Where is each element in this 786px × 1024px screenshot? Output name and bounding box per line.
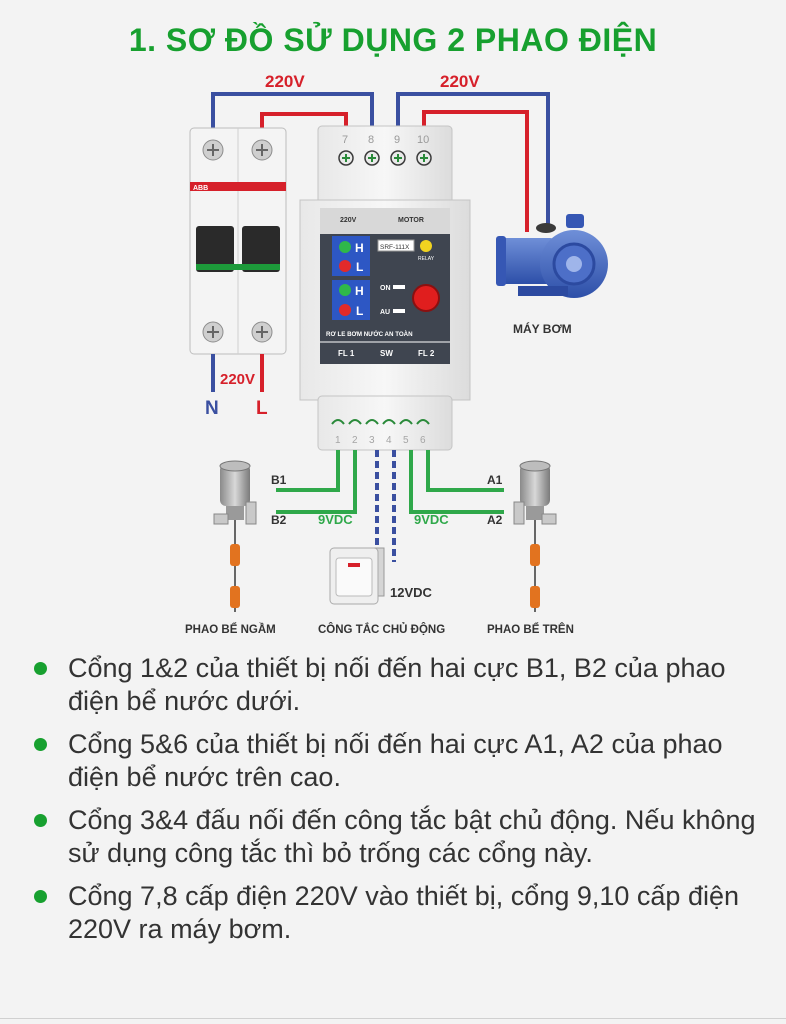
float-switch-right	[513, 460, 557, 612]
vdc-right-label: 9VDC	[414, 512, 449, 527]
water-pump	[496, 214, 608, 298]
voltage-label-in: 220V	[265, 72, 305, 91]
terminal-1: 1	[335, 435, 341, 446]
terminal-6: 6	[420, 435, 426, 446]
neutral-label: N	[205, 398, 219, 419]
bullet-dot-icon	[34, 814, 47, 827]
list-item: Cổng 1&2 của thiết bị nối đến hai cực B1…	[30, 652, 760, 718]
list-item: Cổng 3&4 đấu nối đến công tắc bật chủ độ…	[30, 804, 760, 870]
au-label: AU	[380, 309, 390, 316]
list-item-text: Cổng 7,8 cấp điện 220V vào thiết bị, cổn…	[68, 881, 739, 944]
wire-220v-out	[396, 92, 550, 232]
bullet-dot-icon	[34, 738, 47, 751]
vdc-switch-label: 12VDC	[390, 585, 433, 600]
relay-top-terminals: 7 8 9 10	[338, 134, 432, 166]
h1-label: H	[355, 241, 364, 255]
fl1-label: FL 1	[338, 349, 355, 358]
a1-label: A1	[487, 473, 503, 487]
list-item-text: Cổng 5&6 của thiết bị nối đến hai cực A1…	[68, 729, 723, 792]
bullet-dot-icon	[34, 662, 47, 675]
wire-220v-in	[211, 92, 374, 132]
terminal-4: 4	[386, 435, 392, 446]
float-left-label: PHAO BỂ NGẦM	[185, 623, 276, 636]
list-item-text: Cổng 1&2 của thiết bị nối đến hai cực B1…	[68, 653, 726, 716]
b1-label: B1	[271, 473, 287, 487]
h2-label: H	[355, 284, 364, 298]
panel-220v-label: 220V	[340, 217, 357, 224]
breaker-brand: ABB	[193, 185, 208, 192]
page-title: 1. SƠ ĐỒ SỬ DỤNG 2 PHAO ĐIỆN	[128, 22, 658, 58]
l2-label: L	[356, 304, 363, 318]
relay-name: RƠ LE BƠM NƯỚC AN TOÀN	[326, 330, 413, 338]
circuit-breaker: ABB	[189, 127, 287, 355]
wires-switch	[375, 450, 396, 562]
voltage-label-breaker: 220V	[220, 371, 255, 388]
on-label: ON	[380, 285, 391, 292]
wires-float-left	[276, 450, 357, 514]
a2-label: A2	[487, 513, 503, 527]
voltage-label-out: 220V	[440, 72, 480, 91]
terminal-9: 9	[394, 134, 400, 146]
relay-indicator-label: RELAY	[418, 256, 435, 262]
l1-label: L	[356, 260, 363, 274]
relay-red-button	[412, 284, 440, 312]
instruction-list: Cổng 1&2 của thiết bị nối đến hai cực B1…	[30, 652, 760, 956]
float-right-label: PHAO BỂ TRÊN	[487, 623, 574, 636]
terminal-2: 2	[352, 435, 358, 446]
wires-float-right	[409, 450, 504, 514]
panel-motor-label: MOTOR	[398, 217, 424, 224]
terminal-5: 5	[403, 435, 409, 446]
list-item: Cổng 7,8 cấp điện 220V vào thiết bị, cổn…	[30, 880, 760, 946]
pump-relay: 7 8 9 10 220V MOTOR H L H L SRF-111X REL…	[299, 125, 471, 451]
float-switch-left	[213, 460, 257, 612]
sw-label: SW	[380, 349, 393, 358]
terminal-3: 3	[369, 435, 375, 446]
b2-label: B2	[271, 513, 287, 527]
bullet-dot-icon	[34, 890, 47, 903]
relay-bottom-terminals: 1 2 3 4 5 6	[331, 419, 430, 446]
switch-label: CÔNG TẮC CHỦ ĐỘNG	[318, 623, 445, 636]
terminal-8: 8	[368, 134, 374, 146]
pump-label: MÁY BƠM	[513, 321, 572, 336]
live-label: L	[256, 398, 268, 419]
fl2-label: FL 2	[418, 349, 435, 358]
vdc-left-label: 9VDC	[318, 512, 353, 527]
wiring-diagram: 220V 220V ABB 220V N L 7 8 9	[185, 72, 608, 636]
list-item-text: Cổng 3&4 đấu nối đến công tắc bật chủ độ…	[68, 805, 756, 868]
bottom-divider	[0, 1018, 786, 1019]
terminal-10: 10	[417, 134, 429, 146]
terminal-7: 7	[342, 134, 348, 146]
model-label: SRF-111X	[380, 244, 410, 251]
list-item: Cổng 5&6 của thiết bị nối đến hai cực A1…	[30, 728, 760, 794]
wall-switch	[329, 547, 385, 605]
